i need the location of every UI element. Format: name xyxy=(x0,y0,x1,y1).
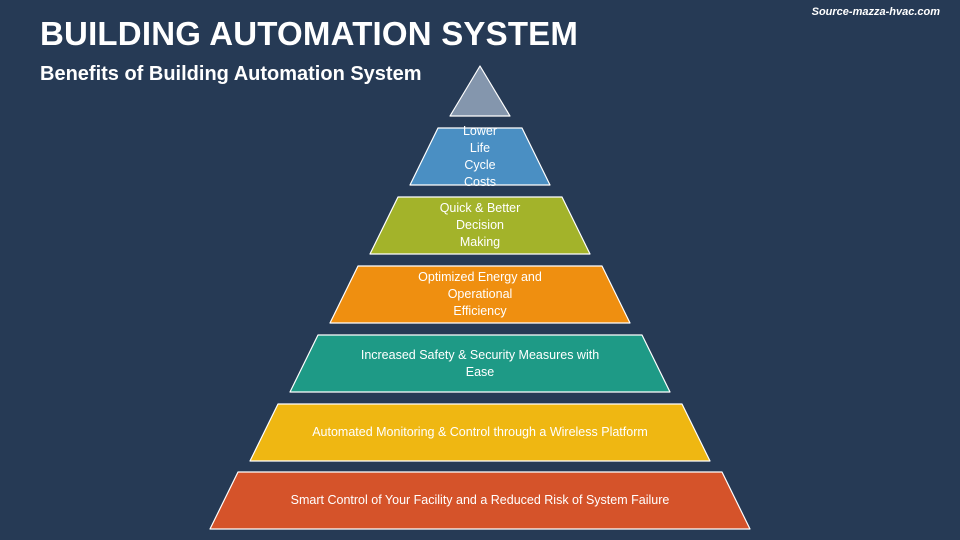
pyramid-tier-shape xyxy=(289,334,671,393)
pyramid-tier-shape xyxy=(209,471,751,530)
pyramid-tier-fill xyxy=(289,334,671,393)
pyramid-tier-fill xyxy=(249,403,711,462)
source-credit: Source-mazza-hvac.com xyxy=(811,6,940,18)
pyramid-tier-shape xyxy=(329,265,631,324)
pyramid-tier-shape xyxy=(249,403,711,462)
pyramid-tier-label: Smart Control of Your Facility and a Red… xyxy=(290,493,670,507)
pyramid-tier-fill xyxy=(209,471,751,530)
pyramid-tier-5: Automated Monitoring & Control through a… xyxy=(249,403,711,462)
pyramid-tier-fill xyxy=(369,196,591,255)
page-title: BUILDING AUTOMATION SYSTEM xyxy=(40,15,579,52)
pyramid-tier-label: Increased Safety & Security Measures wit… xyxy=(360,347,600,379)
pyramid-tier-label: Automated Monitoring & Control through a… xyxy=(312,425,648,439)
pyramid-tier-4: Increased Safety & Security Measures wit… xyxy=(289,334,671,393)
pyramid-tier-shape xyxy=(369,196,591,255)
page-subtitle: Benefits of Building Automation System xyxy=(40,63,422,85)
pyramid-tier-fill xyxy=(329,265,631,324)
pyramid-tier-shape xyxy=(409,127,551,186)
pyramid-tier-fill xyxy=(409,127,551,186)
pyramid-tier-6: Smart Control of Your Facility and a Red… xyxy=(209,471,751,530)
